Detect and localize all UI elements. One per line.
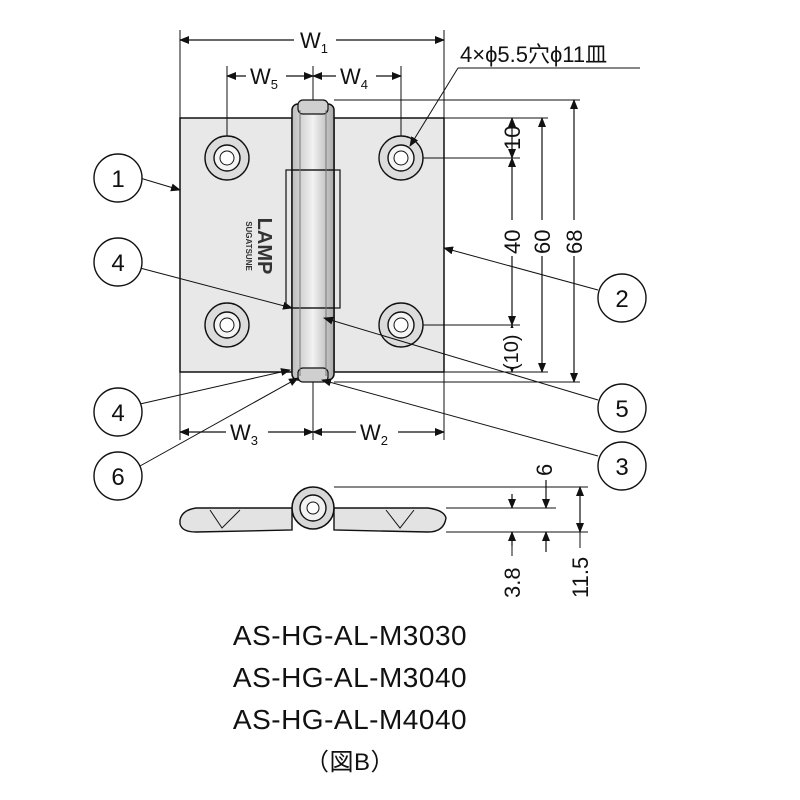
hinge-knuckle (291, 103, 335, 381)
svg-text:40: 40 (500, 230, 525, 254)
svg-text:W1: W1 (300, 28, 328, 56)
svg-text:W5: W5 (250, 64, 278, 92)
dimension-11-5: 11.5 (568, 486, 593, 598)
dimension-60: 60 (520, 117, 555, 373)
figure-label: （図B） (304, 749, 395, 776)
pin-top-cap (297, 99, 329, 115)
svg-text:11.5: 11.5 (568, 557, 593, 598)
model-name-3: AS-HG-AL-M4040 (232, 704, 468, 735)
svg-text:68: 68 (562, 230, 587, 254)
hinge-side-view (179, 486, 447, 533)
svg-text:3: 3 (615, 454, 628, 481)
svg-text:SUGATSUNE: SUGATSUNE (244, 221, 253, 271)
svg-text:W3: W3 (230, 420, 258, 448)
dimension-w2: W2 (312, 418, 445, 448)
dimension-w5: W5 (226, 62, 314, 92)
dimension-w4: W4 (312, 62, 402, 92)
dimension-w3: W3 (179, 418, 314, 448)
hinge-top-view: LAMP SUGATSUNE (179, 99, 445, 383)
svg-text:1: 1 (111, 166, 124, 193)
svg-text:3.8: 3.8 (500, 567, 525, 598)
svg-text:10: 10 (500, 126, 525, 150)
svg-text:60: 60 (530, 230, 555, 254)
hole-bottom-left (204, 302, 250, 348)
hole-bottom-right (378, 302, 424, 348)
callout-3: 3 (597, 441, 647, 491)
dimension-40: 40 (498, 157, 525, 326)
svg-text:4×ϕ5.5穴ϕ11皿: 4×ϕ5.5穴ϕ11皿 (460, 42, 607, 67)
dimension-3-8: 3.8 (500, 494, 525, 598)
brand-logo: LAMP SUGATSUNE (244, 218, 275, 275)
model-name-1: AS-HG-AL-M3030 (232, 620, 468, 651)
svg-text:6: 6 (111, 464, 124, 491)
callout-leaders (139, 177, 599, 467)
dimension-68: 68 (560, 99, 587, 383)
svg-text:6: 6 (532, 464, 557, 476)
svg-text:4: 4 (111, 400, 124, 427)
callout-5: 5 (597, 383, 647, 433)
dimension-w1: W1 (179, 26, 445, 56)
dimension-10-reference: (10) (498, 324, 524, 373)
hole-top-left (204, 135, 250, 181)
callout-6: 6 (93, 451, 143, 501)
svg-text:2: 2 (615, 286, 628, 313)
model-name-2: AS-HG-AL-M3040 (232, 662, 468, 693)
svg-text:W2: W2 (360, 420, 388, 448)
dimension-10: 10 (500, 117, 525, 159)
hole-note: 4×ϕ5.5穴ϕ11皿 (409, 42, 640, 147)
callout-4-upper: 4 (93, 237, 143, 287)
knuckle-middle-segment (285, 169, 341, 309)
callout-2: 2 (597, 273, 647, 323)
callout-4-lower: 4 (93, 387, 143, 437)
hole-top-right (378, 135, 424, 181)
svg-text:(10): (10) (501, 334, 523, 370)
svg-text:4: 4 (111, 250, 124, 277)
dimension-6: 6 (524, 464, 557, 552)
svg-text:5: 5 (615, 396, 628, 423)
callout-1: 1 (93, 153, 143, 203)
svg-text:W4: W4 (340, 64, 368, 92)
svg-text:LAMP: LAMP (253, 218, 275, 275)
